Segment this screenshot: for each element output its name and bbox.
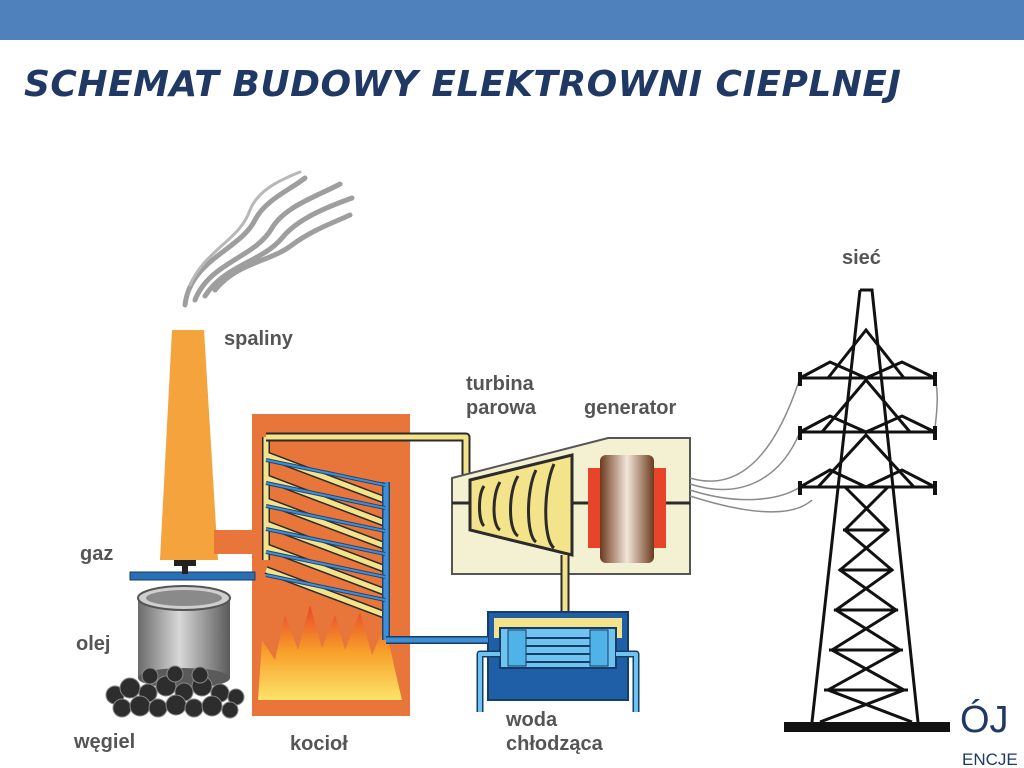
oil-drum	[137, 585, 231, 688]
slide-title: SCHEMAT BUDOWY ELEKTROWNI CIEPLNEJ	[24, 64, 902, 105]
logo-fragment-bottom: ENCJE	[962, 750, 1018, 768]
label-siec: sieć	[842, 247, 881, 269]
generator	[588, 455, 666, 563]
steam-pipe	[266, 432, 471, 478]
label-turbina-line1: turbina	[466, 373, 535, 395]
header-bar	[0, 0, 1024, 40]
label-woda-line1: woda	[505, 709, 558, 731]
coal-pile	[105, 665, 245, 719]
condenser	[476, 611, 640, 712]
label-spaliny: spaliny	[224, 328, 294, 350]
power-lines	[689, 377, 938, 513]
logo-fragment-top: ÓJ	[960, 698, 1009, 741]
transmission-tower	[784, 288, 950, 732]
smoke-plume	[182, 170, 355, 308]
boiler	[252, 414, 410, 716]
label-olej: olej	[76, 633, 110, 655]
label-generator: generator	[584, 397, 676, 419]
label-gaz: gaz	[80, 543, 113, 565]
chimney	[160, 330, 254, 560]
label-turbina-line2: parowa	[466, 397, 537, 419]
steam-turbine	[468, 453, 574, 557]
fire-icon	[258, 605, 402, 700]
label-kociol: kocioł	[290, 733, 348, 755]
label-wegiel: węgiel	[73, 731, 135, 753]
gas-line	[129, 560, 256, 581]
label-woda-line2: chłodząca	[506, 733, 604, 755]
